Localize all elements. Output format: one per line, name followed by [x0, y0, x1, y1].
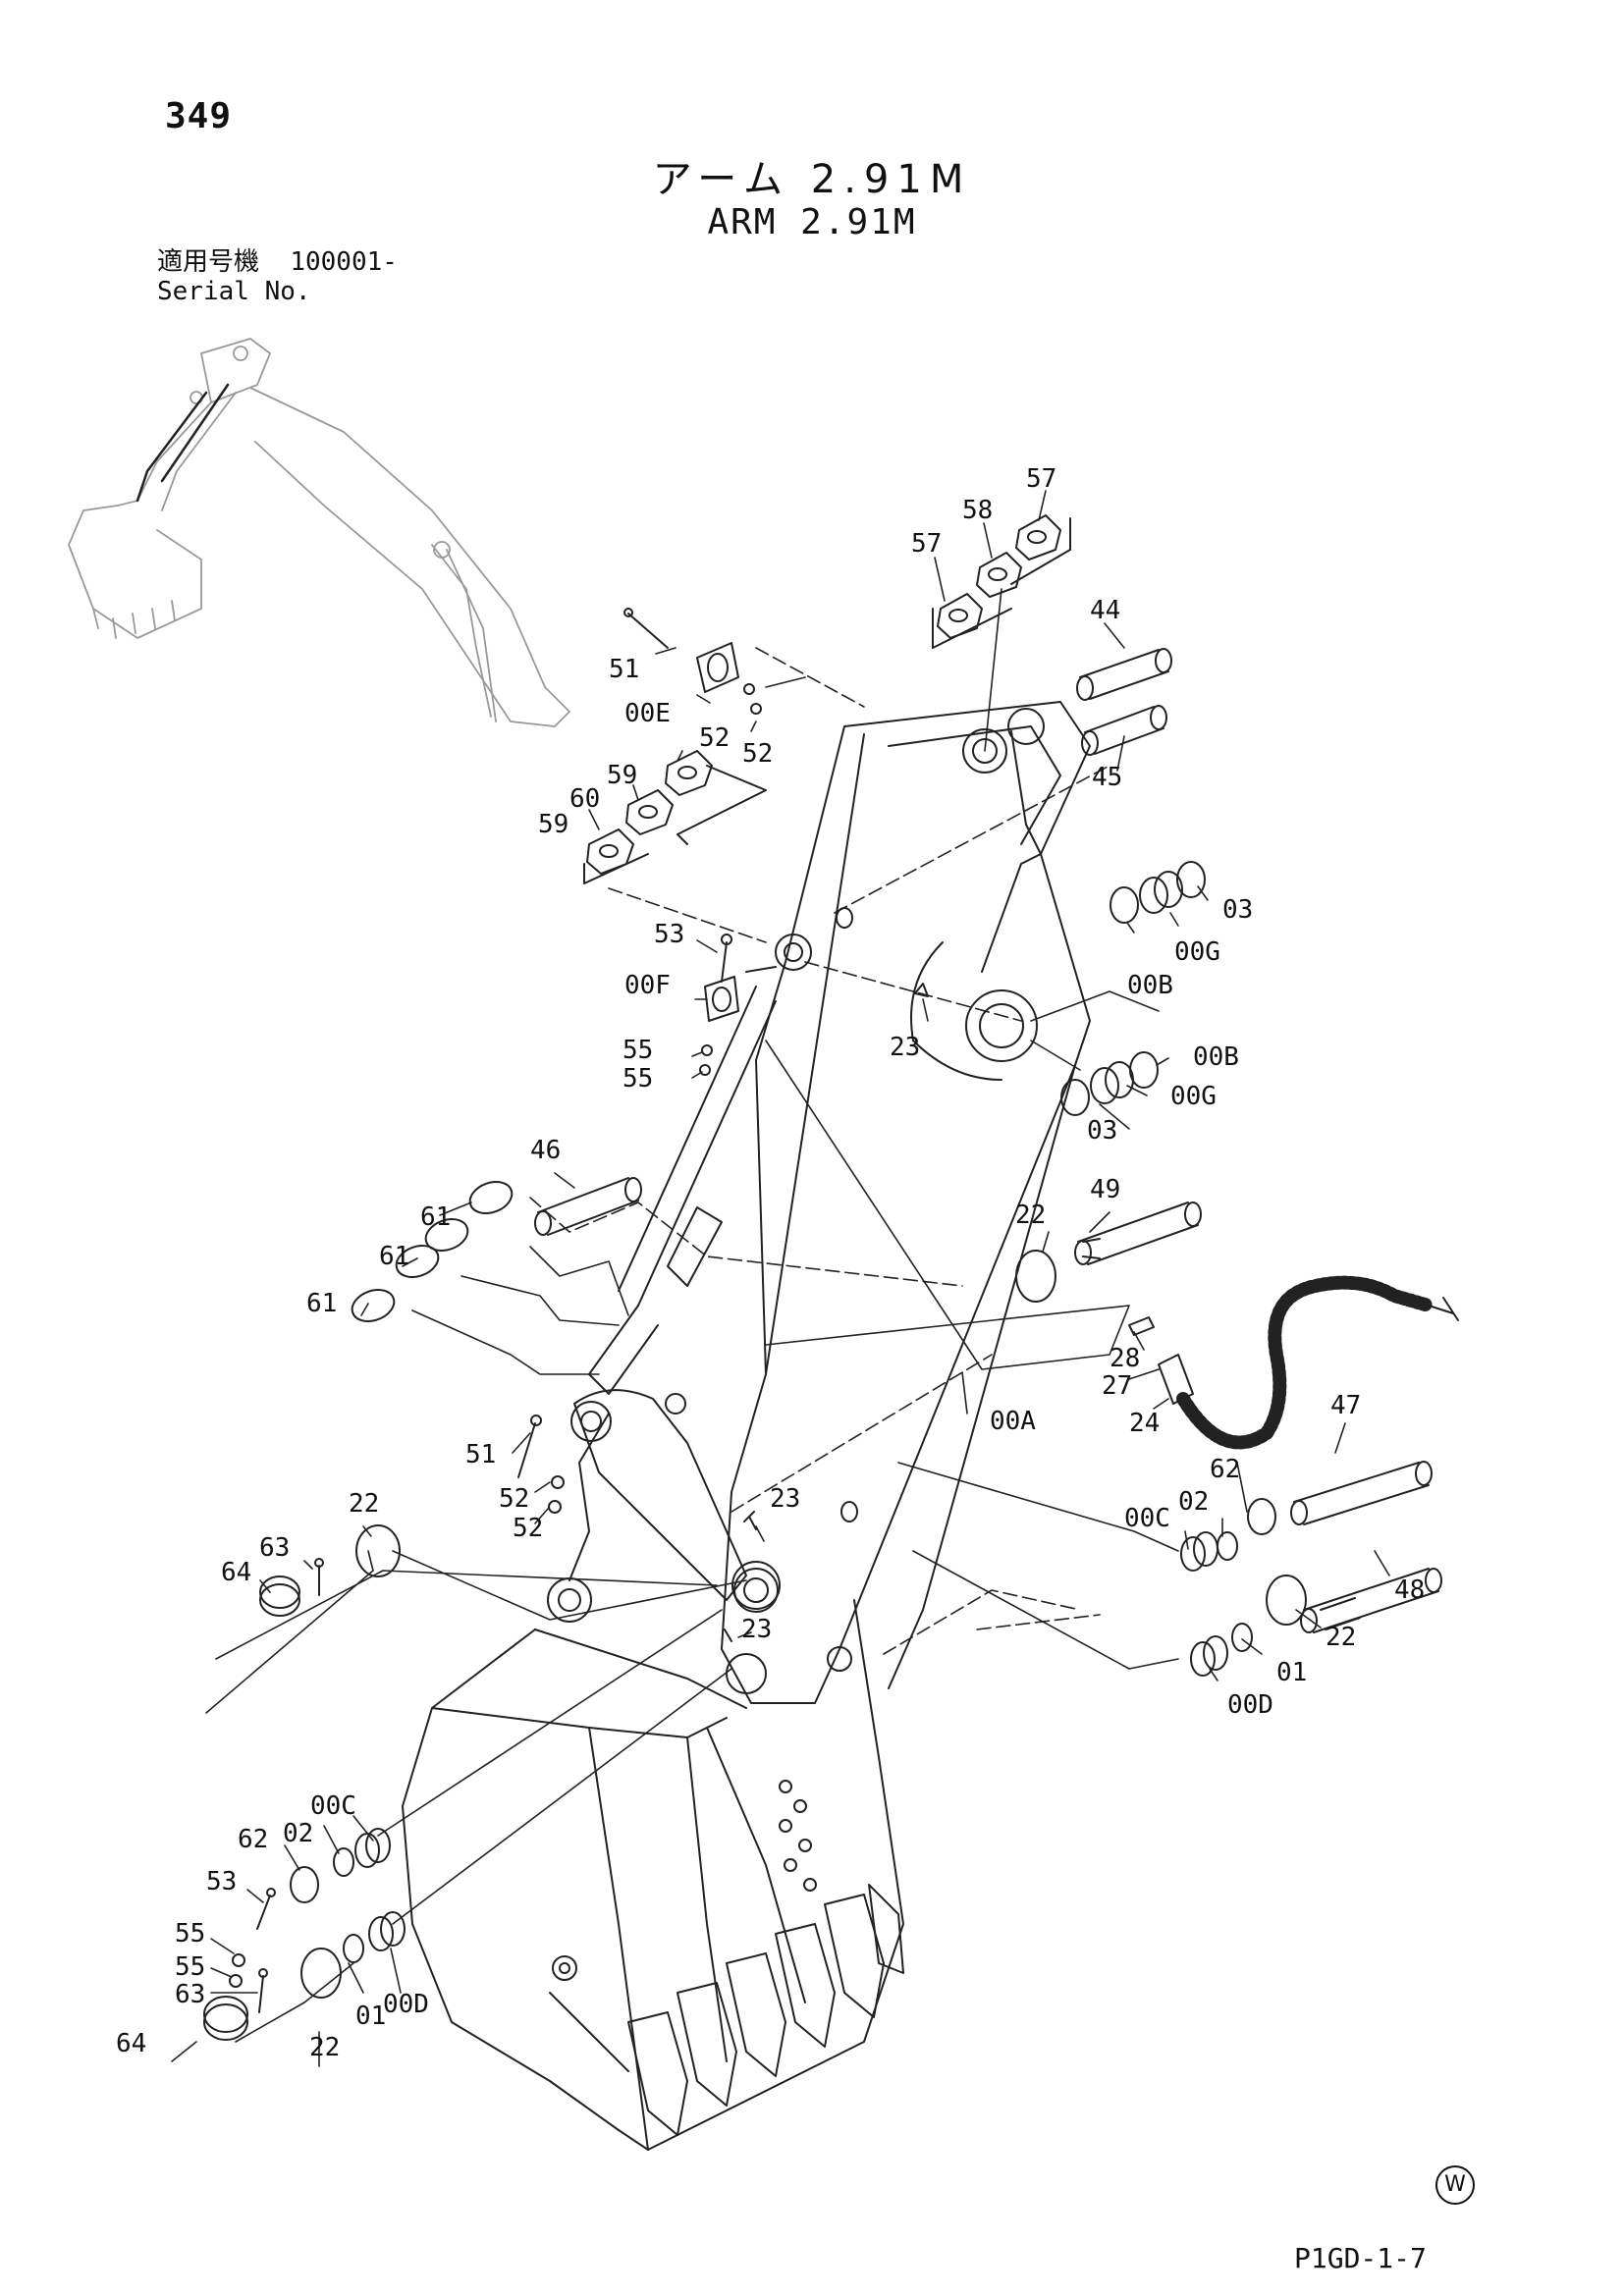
hose-assembly: [1128, 1275, 1459, 1450]
bolts-and-bushings: [229, 608, 929, 2013]
callout-60: 00D: [383, 1990, 429, 2019]
callout-56: 63: [175, 1980, 205, 2009]
callout-39: 52: [513, 1514, 543, 1543]
callout-1: 57: [911, 529, 942, 559]
callout-48: 01: [1276, 1658, 1307, 1687]
callout-17: 00F: [624, 971, 671, 1000]
serial-range: 100001-: [290, 247, 398, 277]
callout-10: 59: [607, 761, 637, 790]
callout-44: 64: [221, 1558, 251, 1587]
bucket-cylinder-and-linkage: [547, 986, 781, 1623]
callout-19: 55: [623, 1036, 653, 1065]
callout-labels: 57 58 57 44 51 00E 52 52 45 59 60 59 03 …: [116, 464, 1425, 2062]
callout-26: 22: [1015, 1201, 1046, 1230]
callout-5: 51: [609, 655, 639, 684]
callout-7: 52: [699, 723, 730, 753]
callout-11: 60: [569, 784, 600, 814]
callout-42: 22: [349, 1489, 379, 1519]
page-number: 349: [165, 96, 233, 136]
arm-body: [721, 701, 1091, 1704]
callout-50: 00C: [310, 1791, 356, 1821]
callout-32: 24: [1129, 1409, 1160, 1438]
callout-35: 51: [465, 1440, 496, 1469]
callout-24: 46: [530, 1136, 561, 1165]
callout-14: 00G: [1174, 937, 1220, 967]
callout-27: 61: [420, 1202, 451, 1232]
callout-58: 22: [309, 2033, 340, 2062]
callout-45: 48: [1394, 1575, 1425, 1605]
callout-31: 27: [1102, 1371, 1132, 1401]
callout-6: 00E: [624, 699, 671, 728]
callout-13: 03: [1222, 895, 1253, 925]
callout-29: 61: [306, 1289, 337, 1318]
callout-54: 55: [175, 1919, 205, 1949]
drawing-code: P1GD-1-7: [1294, 2242, 1427, 2274]
callout-20: 55: [623, 1064, 653, 1094]
callout-36: 62: [1210, 1455, 1240, 1484]
callout-38: 23: [770, 1484, 800, 1514]
callout-9: 45: [1092, 763, 1122, 792]
callout-55: 55: [175, 1952, 205, 1982]
callout-46: 23: [741, 1615, 772, 1644]
callout-49: 00D: [1227, 1690, 1273, 1720]
serial-info: 適用号機 100001- Serial No.: [157, 247, 398, 306]
callout-47: 22: [1326, 1623, 1356, 1652]
callout-43: 63: [259, 1533, 290, 1563]
callout-23: 03: [1087, 1116, 1117, 1146]
callout-28: 61: [379, 1242, 409, 1271]
callout-18: 23: [890, 1033, 920, 1062]
callout-37: 52: [499, 1484, 529, 1514]
callout-41: 00C: [1124, 1504, 1170, 1533]
callout-12: 59: [538, 810, 568, 839]
pins: [534, 648, 1442, 1633]
seals-and-rings: [203, 861, 1307, 2041]
callout-51: 02: [283, 1819, 313, 1848]
callout-53: 53: [206, 1867, 237, 1896]
callout-25: 49: [1090, 1175, 1120, 1204]
callout-8: 52: [742, 739, 773, 769]
serial-label-jp: 適用号機: [157, 247, 260, 277]
callout-leaders: [171, 490, 1390, 2067]
callout-33: 00A: [990, 1407, 1036, 1436]
title-japanese: アーム 2.91M: [652, 157, 972, 202]
callout-15: 00B: [1127, 971, 1173, 1000]
title-english: ARM 2.91M: [707, 202, 917, 242]
excavator-inset-sketch: [68, 338, 570, 727]
callout-52: 62: [238, 1825, 268, 1854]
callout-22: 00G: [1170, 1082, 1217, 1111]
callout-40: 02: [1178, 1487, 1209, 1517]
callout-3: 57: [1026, 464, 1056, 494]
serial-label-en: Serial No.: [157, 277, 311, 306]
callout-30: 28: [1110, 1344, 1140, 1373]
bucket: [402, 1599, 904, 2151]
shims-left: [583, 750, 767, 884]
bucket-teeth: [627, 1884, 904, 2136]
callout-57: 64: [116, 2029, 146, 2058]
callout-21: 00B: [1193, 1042, 1239, 1072]
callout-16: 53: [654, 920, 684, 949]
callout-4: 44: [1090, 596, 1120, 625]
w-circle-stamp: W: [1435, 2165, 1475, 2205]
callout-2: 58: [962, 496, 993, 525]
callout-59: 01: [355, 2002, 386, 2031]
callout-34: 47: [1330, 1391, 1361, 1420]
assembly-lines: [205, 588, 1179, 2043]
shims-top: [932, 514, 1071, 649]
